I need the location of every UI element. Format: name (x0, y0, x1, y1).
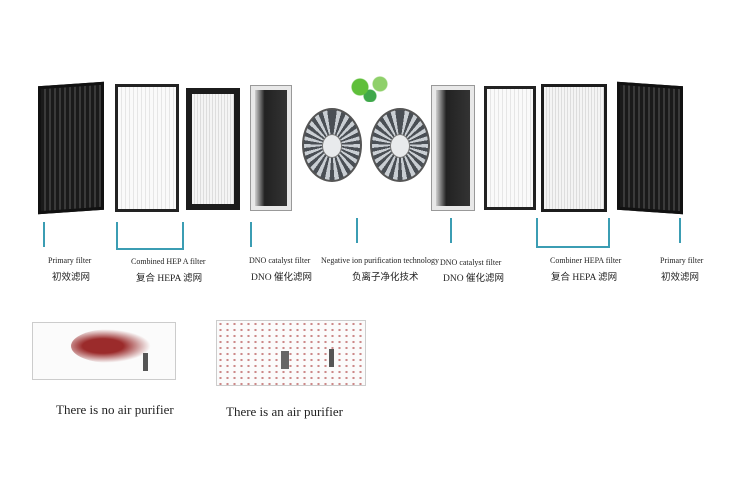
dno-filter-right (432, 86, 474, 210)
caption-no-purifier: There is no air purifier (56, 402, 174, 417)
pointer-line (679, 218, 681, 243)
fan-left-icon (302, 108, 362, 182)
label-en: Combined HEP A filter (131, 257, 206, 266)
label-cn: 初效滤网 (661, 273, 700, 283)
label-en: Negative ion purification technology (321, 256, 439, 265)
label-cn: DNO 催化滤网 (443, 274, 504, 284)
label-en: DNO catalyst filter (249, 256, 311, 265)
hepa-filter-right-inner (484, 86, 536, 210)
label-cn: 复合 HEPA 滤网 (136, 274, 203, 284)
pointer-line (356, 218, 358, 243)
label-en: Combiner HEPA filter (550, 256, 622, 265)
room-no-purifier (32, 322, 176, 380)
fan-right-icon (370, 108, 430, 182)
pollution-cloud (71, 329, 151, 363)
hepa-filter-left (115, 84, 179, 212)
pointer-line (43, 222, 45, 247)
label-cn: 复合 HEPA 滤网 (551, 273, 618, 283)
dno-filter-left (251, 86, 291, 210)
label-en: Primary filter (660, 256, 704, 265)
label-cn: 初效滤网 (52, 273, 91, 283)
pointer-bracket (116, 222, 184, 250)
label-en: Primary filter (48, 256, 92, 265)
caption-with-purifier: There is an air purifier (226, 404, 343, 419)
pointer-line (250, 222, 252, 247)
pointer-bracket (536, 218, 610, 248)
hepa-filter-right (541, 84, 607, 212)
green-ion-icon (345, 72, 395, 102)
person-figure (143, 353, 148, 371)
label-en: DNO catalyst filter (440, 258, 502, 267)
purifier-figure (281, 351, 289, 369)
label-cn: 负离子净化技术 (352, 273, 419, 283)
primary-filter-right (617, 81, 683, 215)
pointer-line (450, 218, 452, 243)
person-figure (329, 349, 334, 367)
primary-filter-left (38, 81, 104, 215)
carbon-filter-left (186, 88, 240, 210)
room-with-purifier (216, 320, 366, 386)
label-cn: DNO 催化滤网 (251, 273, 312, 283)
